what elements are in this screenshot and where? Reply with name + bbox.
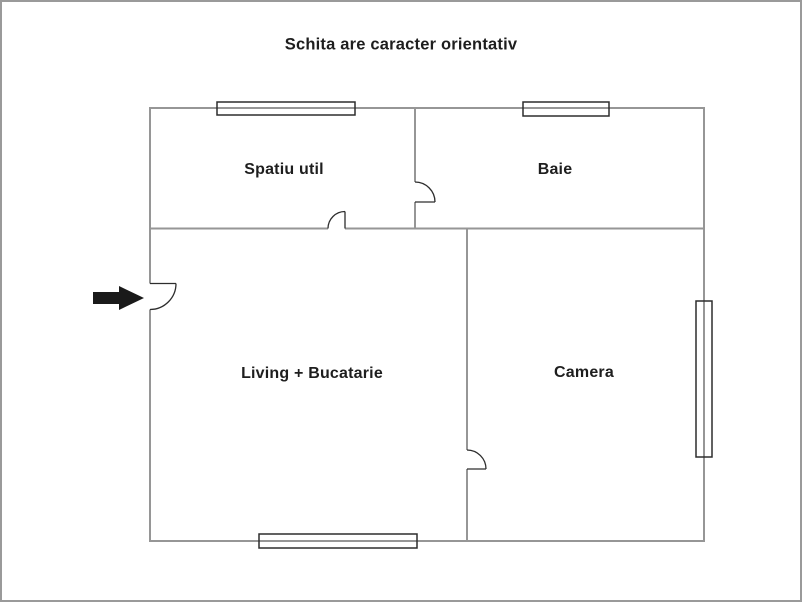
windows xyxy=(216,101,713,549)
door-entrance xyxy=(149,282,177,311)
window-camera xyxy=(695,300,713,458)
room-label-camera: Camera xyxy=(554,364,614,381)
doors xyxy=(149,181,487,470)
door-baie xyxy=(414,181,436,203)
window-living xyxy=(258,533,418,549)
door-camera xyxy=(466,449,487,470)
entrance-arrow-icon xyxy=(93,286,144,310)
walls xyxy=(149,107,705,542)
page-title: Schita are caracter orientativ xyxy=(284,35,518,54)
room-label-spatiu-util: Spatiu util xyxy=(244,161,324,178)
room-label-baie: Baie xyxy=(537,161,573,178)
door-spatiu-util xyxy=(327,210,346,229)
window-baie xyxy=(522,101,610,117)
window-spatiu-util xyxy=(216,101,356,116)
room-label-living-bucatarie: Living + Bucatarie xyxy=(241,365,383,382)
